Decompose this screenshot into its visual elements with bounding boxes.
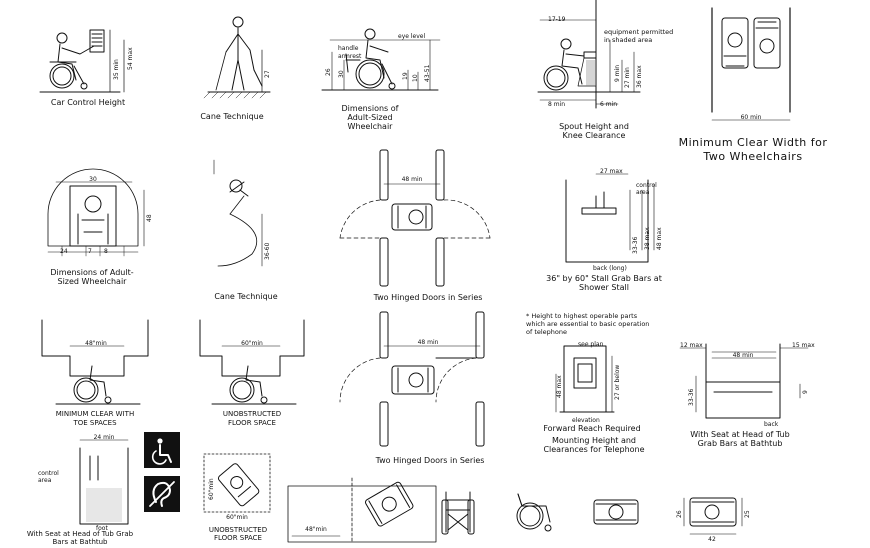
dim-unob2-60-v: 60"min [208, 478, 215, 500]
caption-telephone-note: * Height to highest operable parts which… [526, 312, 650, 336]
dim-17-19: 17-19 [548, 16, 566, 23]
cane-figure-plan [213, 159, 263, 267]
dim-26: 26 [325, 68, 332, 76]
dim-9-min: 9 min [614, 64, 621, 82]
dim-plan-26: 26 [676, 510, 683, 518]
car-control-figure [39, 29, 125, 93]
caption-equipment: equipment permitted in shaded area [604, 28, 674, 44]
caption-foot: foot [96, 525, 108, 532]
caption-unobstructed-2: UNOBSTRUCTED FLOOR SPACE [208, 526, 268, 542]
dim-27-min: 27 min [624, 67, 631, 88]
dim-doors-48: 48 min [401, 176, 423, 183]
dim-43-51: 43-51 [424, 64, 431, 82]
dim-19: 19 [402, 72, 409, 80]
corner-chair-figure [287, 477, 437, 543]
dim-unob2-60-h: 60"min [226, 514, 248, 521]
spout-figure [537, 0, 641, 109]
dim-front-48: 48 [146, 214, 153, 222]
dim-tub-9: 9 [802, 390, 809, 394]
wheelchair-access-symbol [144, 432, 180, 468]
cane-figure-side [203, 16, 271, 99]
dim-corner-48: 48"min [305, 526, 327, 533]
caption-min-clear-toe: MINIMUM CLEAR WITH TOE SPACES [55, 410, 135, 427]
caption-tub-1: With Seat at Head of Tub Grab Bars at Ba… [26, 530, 134, 546]
wheelchair-plan-view-1 [593, 499, 639, 525]
toe-space-figure [41, 319, 149, 405]
dim-phone-48: 48 max [556, 375, 563, 398]
caption-elevation: elevation [572, 417, 600, 424]
wheelchair-plan-view-2 [683, 497, 743, 535]
dim-tub-12: 12 max [680, 342, 703, 349]
dim-eye-level: eye level [398, 33, 426, 40]
caption-control-area: control area [636, 182, 657, 196]
caption-spout: Spout Height and Knee Clearance [559, 122, 629, 140]
caption-car-control: Car Control Height [50, 98, 126, 107]
unobstructed-figure-1 [199, 319, 305, 405]
dim-tub-15: 15 max [792, 342, 815, 349]
caption-tub-2: With Seat at Head of Tub Grab Bars at Ba… [690, 430, 790, 448]
dim-front-24: 24 [60, 248, 68, 255]
dim-stall-27: 27 max [600, 168, 623, 175]
dim-unob-60: 60"min [241, 340, 263, 347]
caption-stall-back: back (long) [593, 265, 627, 272]
dim-10: 10 [412, 74, 419, 82]
dim-grab-24: 24 min [93, 434, 115, 441]
dim-plan-42: 42 [708, 536, 716, 543]
caption-two-doors-1: Two Hinged Doors in Series [373, 293, 483, 302]
dim-stall-33-36: 33-36 [632, 236, 639, 254]
two-doors-figure-1 [339, 149, 491, 287]
dim-54-max: 54 max [127, 47, 134, 70]
dim-6-min: 6 min [600, 101, 618, 108]
dim-36-60: 36-60 [264, 242, 271, 260]
dim-front-7: 7 [88, 248, 92, 255]
dim-front-30: 30 [89, 176, 97, 183]
dim-27: 27 [264, 70, 271, 78]
wheelchair-side-view [516, 493, 552, 532]
unobstructed-figure-2 [203, 453, 271, 513]
dim-handle: handle [338, 45, 359, 52]
dim-front-8: 8 [104, 248, 108, 255]
dim-armrest: armrest [338, 53, 362, 60]
caption-two-doors-2: Two Hinged Doors in Series [375, 456, 485, 465]
dim-phone-27: 27 or below [614, 364, 621, 400]
telephone-figure [555, 345, 615, 413]
shower-stall-figure [565, 173, 655, 263]
dim-stall-48: 48 max [656, 227, 663, 250]
dim-tub-48: 48 min [732, 352, 754, 359]
dim-tub-33-36: 33-36 [688, 388, 695, 406]
dim-doors2-48: 48 min [417, 339, 439, 346]
dim-toe-48: 48"min [85, 340, 107, 347]
dim-plan-25: 25 [744, 510, 751, 518]
caption-control-area-2: control area [38, 470, 59, 484]
caption-see-plan: see plan [578, 341, 604, 348]
caption-telephone: Mounting Height and Clearances for Telep… [543, 436, 645, 454]
adult-chair-side-figure [321, 28, 441, 91]
dim-30: 30 [338, 70, 345, 78]
dim-36-max: 36 max [636, 65, 643, 88]
dim-8-min: 8 min [548, 101, 566, 108]
hearing-access-symbol [144, 476, 180, 512]
caption-stall: 36" by 60" Stall Grab Bars at Shower Sta… [546, 274, 662, 292]
caption-adult-chair-front: Dimensions of Adult-Sized Wheelchair [50, 268, 134, 286]
bathtub-figure-2 [679, 343, 809, 419]
adult-chair-front-figure [47, 168, 145, 257]
caption-two-wheelchairs: Minimum Clear Width for Two Wheelchairs [678, 136, 828, 163]
caption-tub-back: back [764, 421, 779, 428]
caption-cane-technique-1: Cane Technique [200, 112, 264, 121]
caption-adult-chair-side: Dimensions of Adult-Sized Wheelchair [341, 104, 399, 131]
caption-forward-reach: Forward Reach Required [543, 424, 641, 433]
two-doors-figure-2 [339, 311, 485, 447]
bathtub-figure-1 [79, 439, 129, 525]
dim-35-min: 35 min [113, 59, 120, 80]
wheelchair-front-view [441, 491, 475, 535]
caption-unobstructed-1: UNOBSTRUCTED FLOOR SPACE [222, 410, 282, 427]
dim-60-min: 60 min [740, 114, 762, 121]
dim-stall-38: 38 max [644, 227, 651, 250]
two-wheelchairs-figure [711, 7, 791, 121]
caption-cane-technique-2: Cane Technique [214, 292, 278, 301]
